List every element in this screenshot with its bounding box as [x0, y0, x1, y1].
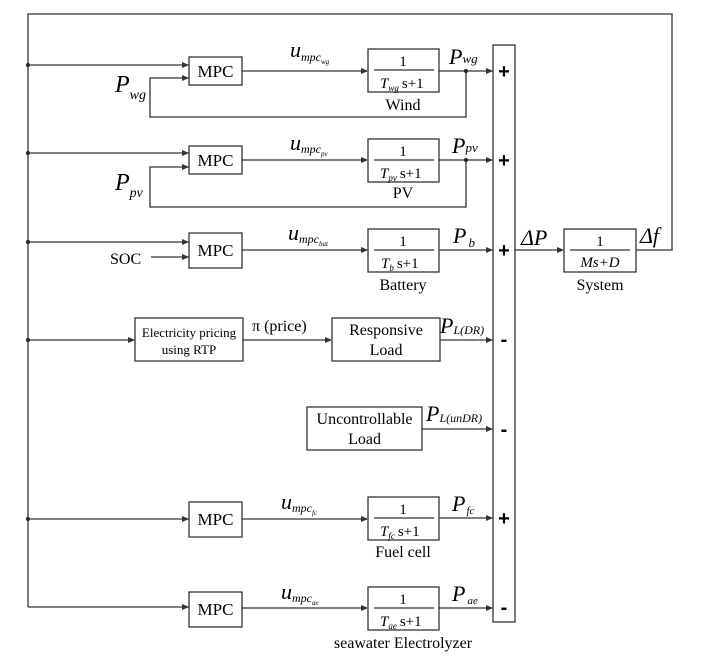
p-ldr-label: PL(DR) — [439, 313, 484, 338]
uncontrollable-load-block — [306, 406, 423, 451]
system-tf-numerator: 1 — [596, 234, 604, 250]
mpc-battery-label: MPC — [198, 241, 234, 260]
pv-caption: PV — [393, 185, 414, 202]
uncontrollable-load-line2: Load — [348, 431, 381, 448]
u-mpc-bat-label: umpcbat — [288, 220, 329, 248]
electrolyzer-caption: seawater Electrolyzer — [334, 635, 473, 652]
mpc-pv-label: MPC — [198, 151, 234, 170]
fuel-cell-sign: + — [498, 508, 510, 530]
delta-p-label: ΔP — [520, 225, 547, 250]
frequency-feedback-line — [27, 13, 673, 607]
battery-sign: + — [498, 240, 510, 262]
responsive-load-block — [331, 317, 441, 362]
uncontrollable-load-sign: - — [501, 419, 508, 441]
fuel-cell-caption: Fuel cell — [375, 544, 431, 561]
uncontrollable-load-row: Uncontrollable Load PL(unDR) - — [306, 401, 508, 451]
junction-dot — [464, 69, 468, 73]
wind-feedback-arrow — [149, 72, 467, 118]
pv-sign: + — [498, 150, 510, 172]
uncontrollable-load-line1: Uncontrollable — [317, 411, 413, 428]
soc-label: SOC — [110, 251, 141, 268]
u-mpc-wg-label: umpcwg — [290, 37, 330, 66]
u-mpc-ae-label: umpcae — [281, 579, 319, 607]
mpc-pv-block — [188, 145, 243, 175]
p-lundr-label: PL(unDR) — [425, 401, 482, 426]
system-caption: System — [576, 277, 624, 294]
battery-tf-numerator: 1 — [399, 234, 407, 250]
summing-block — [492, 44, 516, 623]
mpc-ae-label: MPC — [198, 600, 234, 619]
responsive-load-line2: Load — [370, 342, 403, 359]
price-label: π (price) — [252, 318, 307, 335]
electrolyzer-sign: - — [501, 597, 508, 619]
ae-tf-numerator: 1 — [399, 592, 407, 608]
responsive-load-row: Electricity pricing using RTP π (price) … — [26, 313, 508, 362]
mpc-ae-block — [188, 591, 243, 628]
fc-tf-numerator: 1 — [399, 502, 407, 518]
wind-tf-numerator: 1 — [399, 54, 407, 70]
system-section: ΔP 1 Ms+D System Δf — [515, 223, 662, 294]
responsive-load-line1: Responsive — [349, 322, 423, 339]
battery-caption: Battery — [379, 277, 426, 294]
pricing-line1: Electricity pricing — [142, 325, 237, 340]
p-wg-feedback-label: Pwg — [114, 72, 146, 103]
responsive-load-sign: - — [501, 329, 508, 351]
wind-sign: + — [498, 61, 510, 83]
pv-feedback-arrow — [149, 160, 467, 208]
p-fc-label: Pfc — [451, 491, 475, 517]
mpc-fc-label: MPC — [198, 510, 234, 529]
pricing-line2: using RTP — [162, 342, 216, 357]
p-wg-output-label: Pwg — [448, 44, 478, 69]
p-pv-feedback-label: Ppv — [114, 170, 144, 201]
electricity-pricing-block — [134, 317, 244, 362]
mpc-fc-block — [188, 501, 243, 538]
junction-dot — [464, 158, 468, 162]
wind-caption: Wind — [386, 97, 421, 114]
pv-tf-numerator: 1 — [399, 144, 407, 160]
p-pv-output-label: Ppv — [451, 133, 478, 158]
mpc-wind-label: MPC — [198, 62, 234, 81]
u-mpc-pv-label: umpcpv — [290, 130, 329, 158]
delta-f-label: Δf — [639, 223, 662, 248]
system-tf-denominator: Ms+D — [579, 255, 619, 271]
u-mpc-fc-label: umpcfc — [281, 489, 318, 517]
